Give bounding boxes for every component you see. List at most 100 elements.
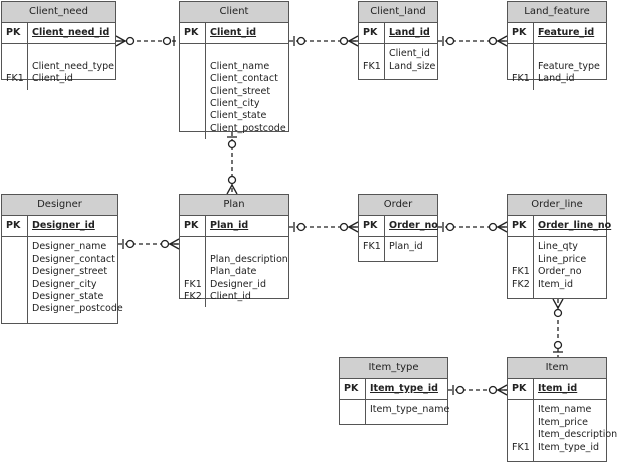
optional-circle-symbol (296, 222, 306, 232)
crow-foot-symbol (552, 298, 559, 309)
key-marker (512, 61, 533, 73)
primary-key-attribute: Item_id (538, 383, 578, 394)
pk-label: PK (508, 379, 534, 400)
crow-foot-symbol (348, 221, 359, 228)
key-marker (184, 123, 205, 135)
optional-circle-symbol (227, 175, 237, 185)
key-marker (6, 303, 27, 315)
optional-circle-symbol (488, 385, 498, 395)
optional-circle-symbol (227, 139, 237, 149)
key-marker (6, 291, 27, 303)
key-marker (184, 61, 205, 73)
attribute: Item_description (538, 429, 618, 441)
attribute: Client_city (210, 97, 260, 109)
crow-foot-symbol (497, 35, 508, 42)
crow-foot-symbol (497, 226, 508, 233)
primary-key-row: PK Land_id (359, 23, 437, 45)
entity-title: Designer (2, 195, 117, 216)
attribute: Client_state (210, 110, 267, 122)
attribute: Line_price (538, 253, 587, 265)
crow-foot-symbol (169, 243, 180, 250)
attribute: Item_type_name (370, 404, 450, 416)
key-marker (512, 429, 533, 441)
key-marker: FK1 (512, 266, 530, 278)
attribute: Client_id (32, 73, 73, 85)
attribute: Client_name (210, 60, 270, 72)
key-marker (6, 279, 27, 291)
attribute: Designer_street (32, 266, 108, 278)
optional-circle-symbol (296, 36, 306, 46)
crow-foot-symbol (115, 35, 126, 42)
optional-circle-symbol (553, 340, 563, 350)
attribute: Land_size (389, 60, 436, 72)
key-marker (6, 241, 27, 253)
key-marker (184, 110, 205, 122)
primary-key-attribute: Order_no (389, 220, 438, 231)
optional-circle-symbol (455, 385, 465, 395)
attribute: Designer_id (210, 278, 266, 290)
attribute-rows: Item_type_name (340, 400, 450, 424)
attribute: Designer_state (32, 290, 104, 302)
crow-foot-symbol (226, 184, 233, 195)
crow-foot-symbol (348, 35, 359, 42)
attribute: Designer_contact (32, 253, 115, 265)
attribute (538, 48, 606, 60)
primary-key-attribute: Feature_id (538, 27, 595, 38)
optional-circle-symbol (339, 222, 349, 232)
key-marker (184, 254, 205, 266)
entity-title: Plan (180, 195, 288, 216)
attribute: Client_contact (210, 73, 278, 85)
attribute: Feature_type (538, 60, 600, 72)
crow-foot-symbol (231, 184, 238, 195)
key-marker (184, 48, 205, 60)
attribute: Client_id (210, 290, 251, 302)
pk-label: PK (2, 216, 28, 237)
optional-circle-symbol (339, 36, 349, 46)
pk-label: PK (2, 23, 28, 44)
attribute: Designer_name (32, 241, 107, 253)
pk-label: PK (508, 23, 534, 44)
entity-title: Order (359, 195, 437, 216)
primary-key-attribute: Land_id (389, 27, 430, 38)
attribute: Client_id (389, 48, 430, 60)
entity-title: Item (508, 358, 606, 379)
pk-label: PK (340, 379, 366, 400)
key-marker (6, 48, 27, 60)
pk-label: PK (180, 216, 206, 237)
key-marker (344, 404, 365, 416)
entity-title: Order_line (508, 195, 606, 216)
attribute: Item_type_id (538, 441, 600, 453)
crow-foot-symbol (497, 389, 508, 396)
optional-circle-symbol (445, 222, 455, 232)
attribute: Client_need_type (32, 60, 114, 72)
key-marker (184, 266, 205, 278)
optional-circle-symbol (160, 239, 170, 249)
attribute: Item_name (538, 404, 592, 416)
pk-label: PK (359, 23, 385, 44)
attribute (32, 48, 115, 60)
key-marker (184, 73, 205, 85)
key-marker (6, 61, 27, 73)
attribute: Line_qty (538, 241, 578, 253)
key-marker (512, 417, 533, 429)
optional-circle-symbol (125, 239, 135, 249)
